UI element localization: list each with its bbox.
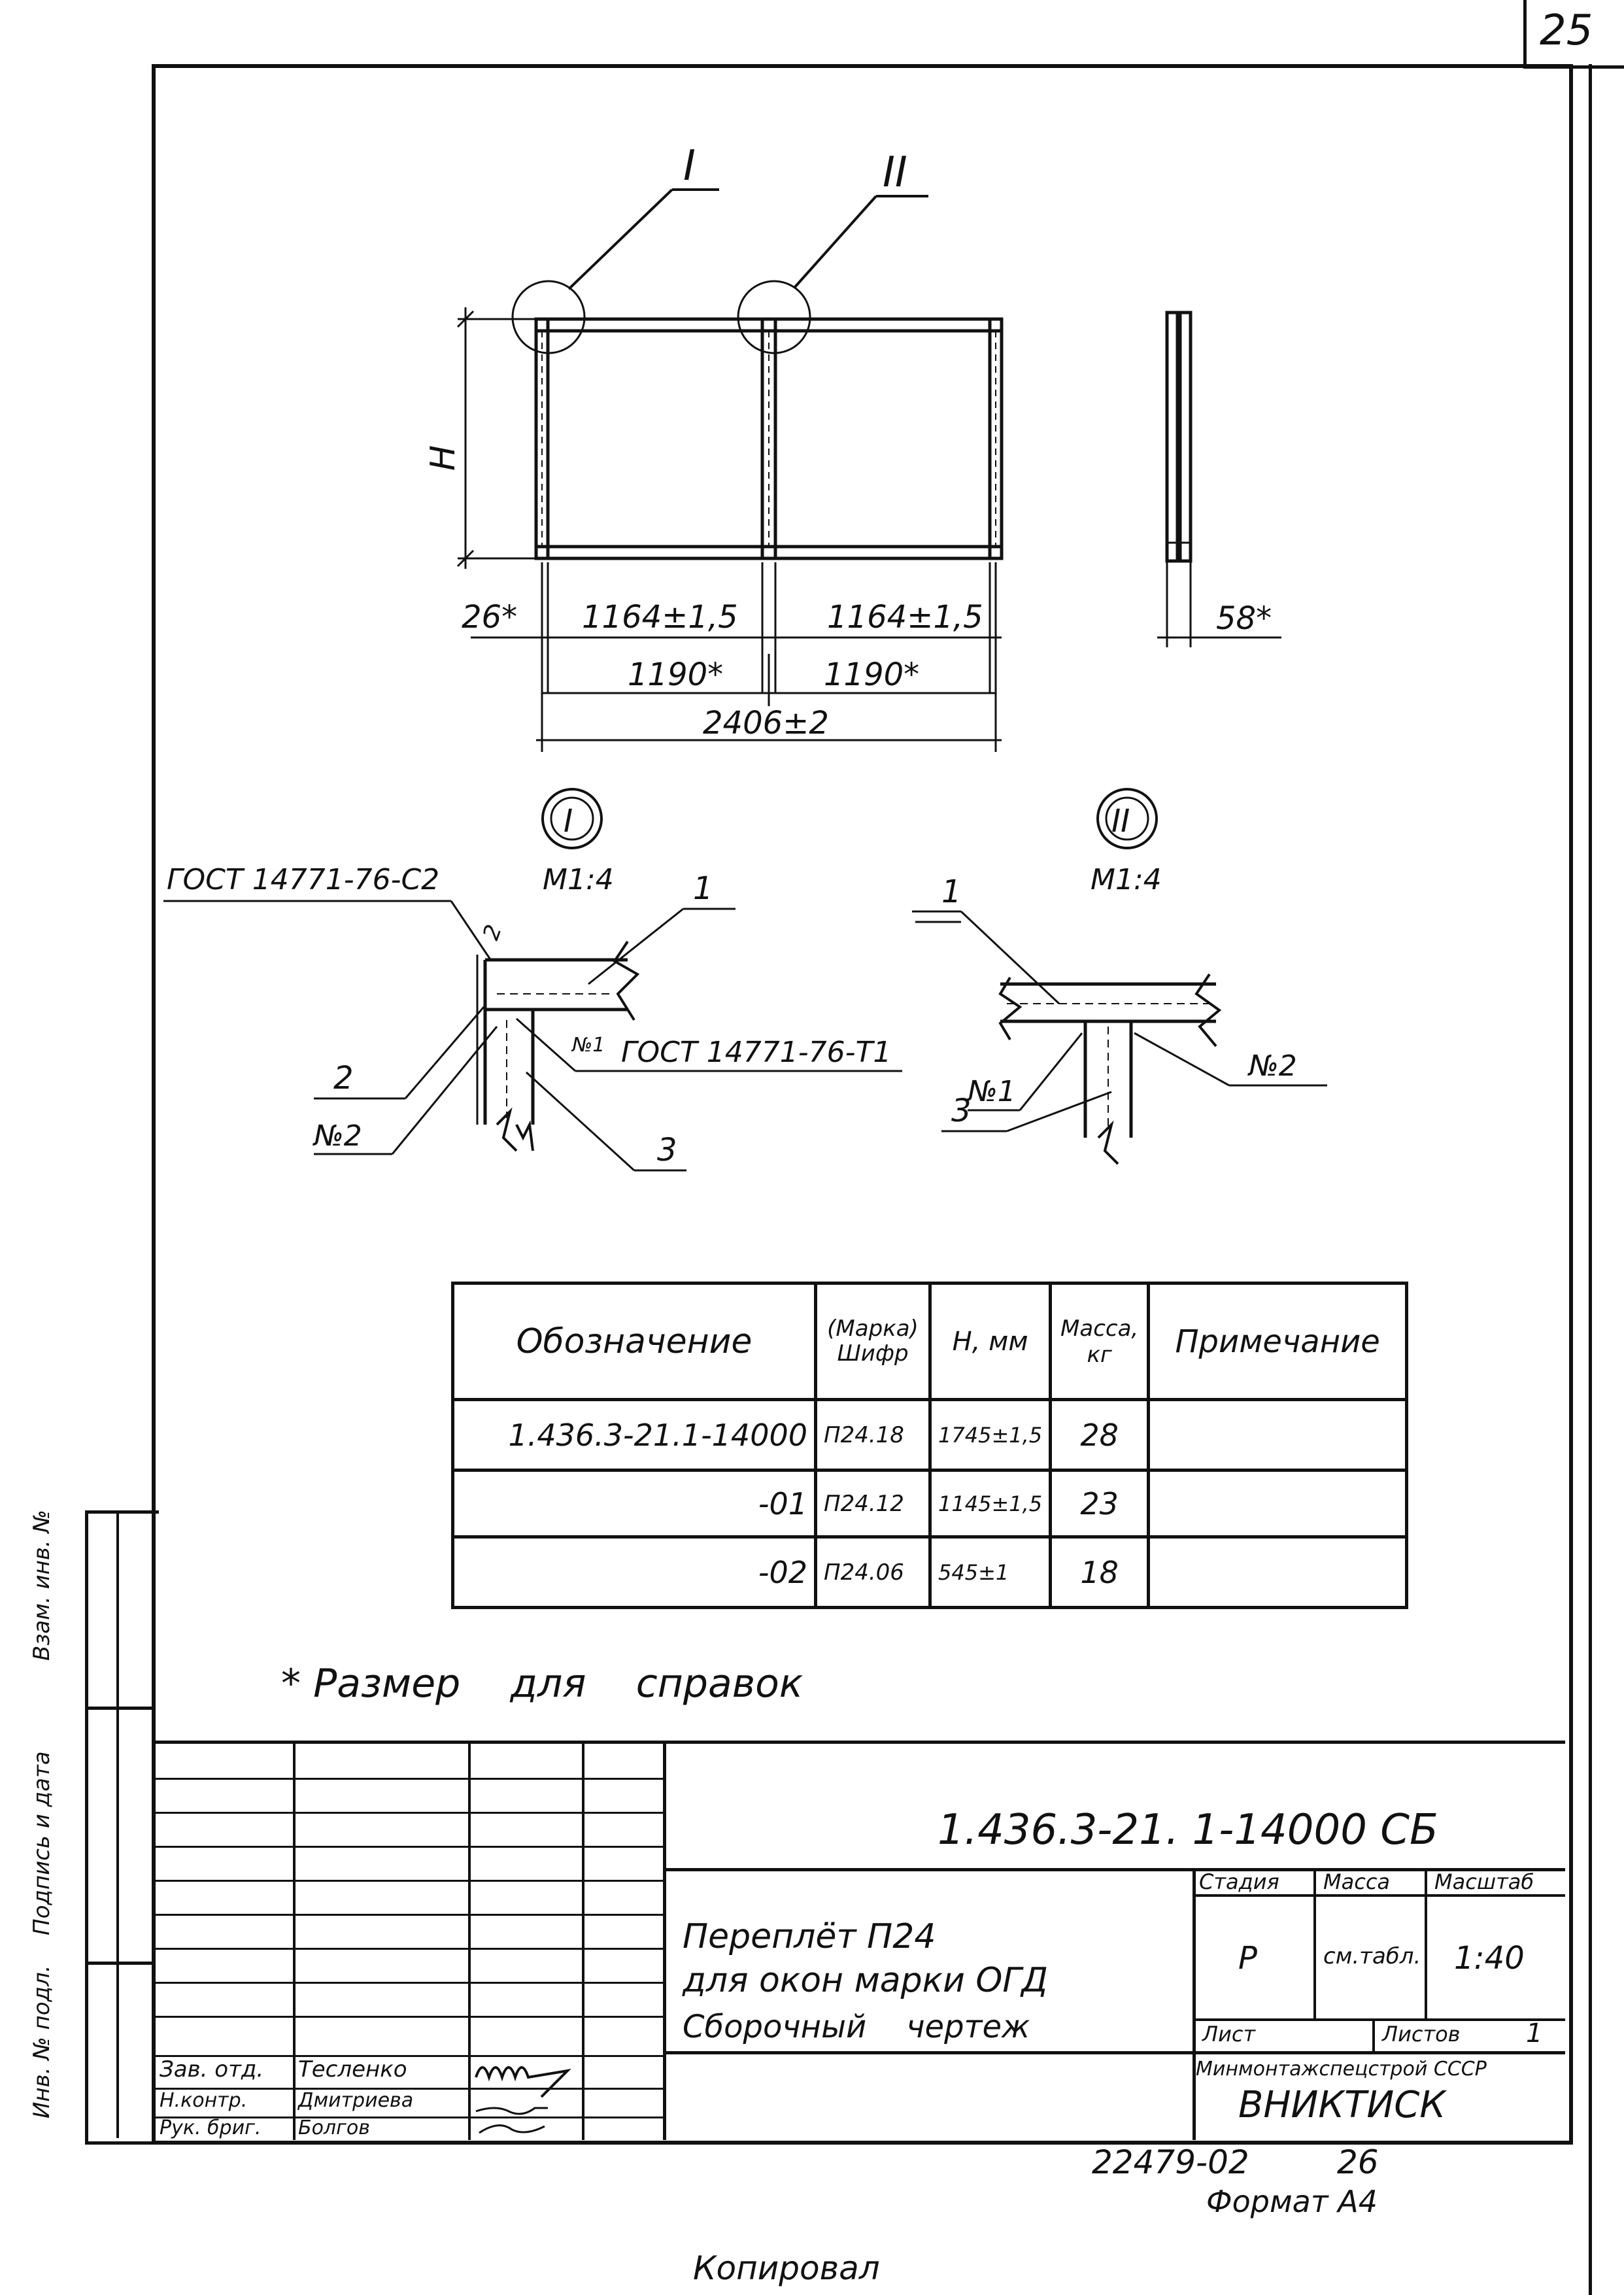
signature-role-2: Н.контр. [160,2089,248,2112]
node-ii-scale: М1:4 [1091,863,1162,896]
node-ii-weld-no2: №2 [1247,1049,1297,1083]
order-number: 22479-02 [1092,2143,1249,2181]
row-h: 545±1 [928,1535,1053,1609]
node-i-scale: М1:4 [543,863,614,896]
node-i-gost-top: ГОСТ 14771-76-С2 [167,863,439,896]
col-header-designation: Обозначение [451,1282,817,1401]
col-header-h: Н, мм [928,1282,1053,1401]
document-code: 1.436.3-21. 1-14000 СБ [938,1806,1438,1854]
dim-edge: 26* [462,599,517,636]
organization-line-2: ВНИКТИСК [1238,2084,1446,2126]
height-dimension-label: H [424,445,463,471]
side-stamp-divider-1 [85,1707,156,1710]
mass-header: Масса [1323,1869,1391,1894]
node-i-detail [163,900,902,1172]
row-h: 1745±1,5 [928,1398,1053,1472]
row-mass: 23 [1049,1469,1151,1538]
row-mark: П24.18 [814,1398,932,1472]
format-label: Формат А4 [1206,2184,1378,2219]
copied-label: Копировал [693,2249,880,2287]
col-header-note: Примечание [1147,1282,1409,1401]
signature-name-2: Дмитриева [298,2089,414,2112]
node-i-marker-label: I [564,803,573,840]
title-line-1: Переплёт П24 [683,1917,936,1956]
sheets-label: Листов [1382,2022,1461,2047]
title-block: Зав. отд. Тесленко Н.контр. Дмитриева Ру… [156,1741,1565,2140]
row-note [1147,1398,1409,1472]
scale-header: Масштаб [1434,1869,1534,1894]
stage-value: Р [1238,1940,1257,1977]
signature-name-1: Тесленко [298,2056,407,2082]
side-stamp-divider-2 [85,1962,156,1965]
specification-table: Обозначение (Марка) Шифр Н, мм Масса, кг… [451,1282,1409,1609]
signature-role-3: Рук. бриг. [160,2116,262,2139]
node-i-gost-side: ГОСТ 14771-76-Т1 [621,1036,891,1069]
sheet-label: Лист [1202,2022,1256,2047]
right-edge-line [1589,64,1592,2295]
signature-role-1: Зав. отд. [160,2056,264,2082]
dim-depth: 58* [1216,600,1272,637]
table-row: -02 П24.06 545±1 18 [451,1535,1409,1609]
stage-header: Стадия [1199,1869,1279,1894]
node-i-weld-no2: №2 [312,1119,362,1153]
title-main: 1.436.3-21. 1-14000 СБ Переплёт П24 для … [663,1744,1565,2140]
row-designation: 1.436.3-21.1-14000 [451,1398,817,1472]
page-number: 25 [1540,7,1593,55]
dim-total: 2406±2 [703,705,829,741]
row-mark: П24.12 [814,1469,932,1538]
sash-side-view [1157,311,1281,647]
row-h: 1145±1,5 [928,1469,1053,1538]
col-header-mass: Масса, кг [1049,1282,1151,1401]
sash-elevation [534,317,1004,560]
node-ii-weld-no1: №1 [966,1075,1016,1108]
row-note [1147,1469,1409,1538]
row-note [1147,1535,1409,1609]
title-line-2: для окон марки ОГД [683,1961,1048,2000]
node-ii-pos-1: 1 [941,874,962,910]
dim-module-2: 1190* [824,656,919,693]
side-stamp-divider-inner [116,1510,119,2138]
node-i-pos-2: 2 [333,1060,354,1096]
row-mass: 18 [1049,1535,1151,1609]
order-sheet: 26 [1337,2143,1379,2181]
signature-grid: Зав. отд. Тесленко Н.контр. Дмитриева Ру… [156,1744,666,2140]
table-row: -01 П24.12 1145±1,5 23 [451,1469,1409,1538]
drawing-frame [152,64,1573,2145]
scale-value: 1:40 [1454,1940,1525,1977]
dim-light-1: 1164±1,5 [582,599,738,636]
signature-name-3: Болгов [298,2116,370,2139]
node-mark-ii: II [883,148,907,197]
table-row: 1.436.3-21.1-14000 П24.18 1745±1,5 28 [451,1398,1409,1472]
row-designation: -01 [451,1469,817,1538]
node-i-weld-no1: №1 [571,1034,605,1057]
dim-light-2: 1164±1,5 [827,599,983,636]
node-i-weld-size: 2 [478,921,507,944]
side-stamp-strip [85,1510,159,2145]
organization-line-1: Минмонтажспецстрой СССР [1196,2058,1487,2081]
row-mark: П24.06 [814,1535,932,1609]
node-mark-i: I [683,142,696,190]
row-designation: -02 [451,1535,817,1609]
node-ii-marker-label: II [1111,803,1130,840]
handwritten-signatures [475,2066,571,2134]
node-ii-detail [912,910,1327,1165]
sheets-count: 1 [1526,2018,1543,2048]
title-line-3: Сборочный чертеж [683,2009,1030,2045]
page-number-box: 25 [1523,0,1624,69]
node-i-pos-3: 3 [657,1132,677,1168]
footnote: * Размер для справок [281,1661,804,1707]
node-i-pos-1: 1 [693,870,713,907]
node-ii-pos-3: 3 [951,1093,972,1129]
row-mass: 28 [1049,1398,1151,1472]
dim-module-1: 1190* [628,656,723,693]
mass-value: см.табл. [1323,1943,1421,1969]
col-header-mark: (Марка) Шифр [814,1282,932,1401]
